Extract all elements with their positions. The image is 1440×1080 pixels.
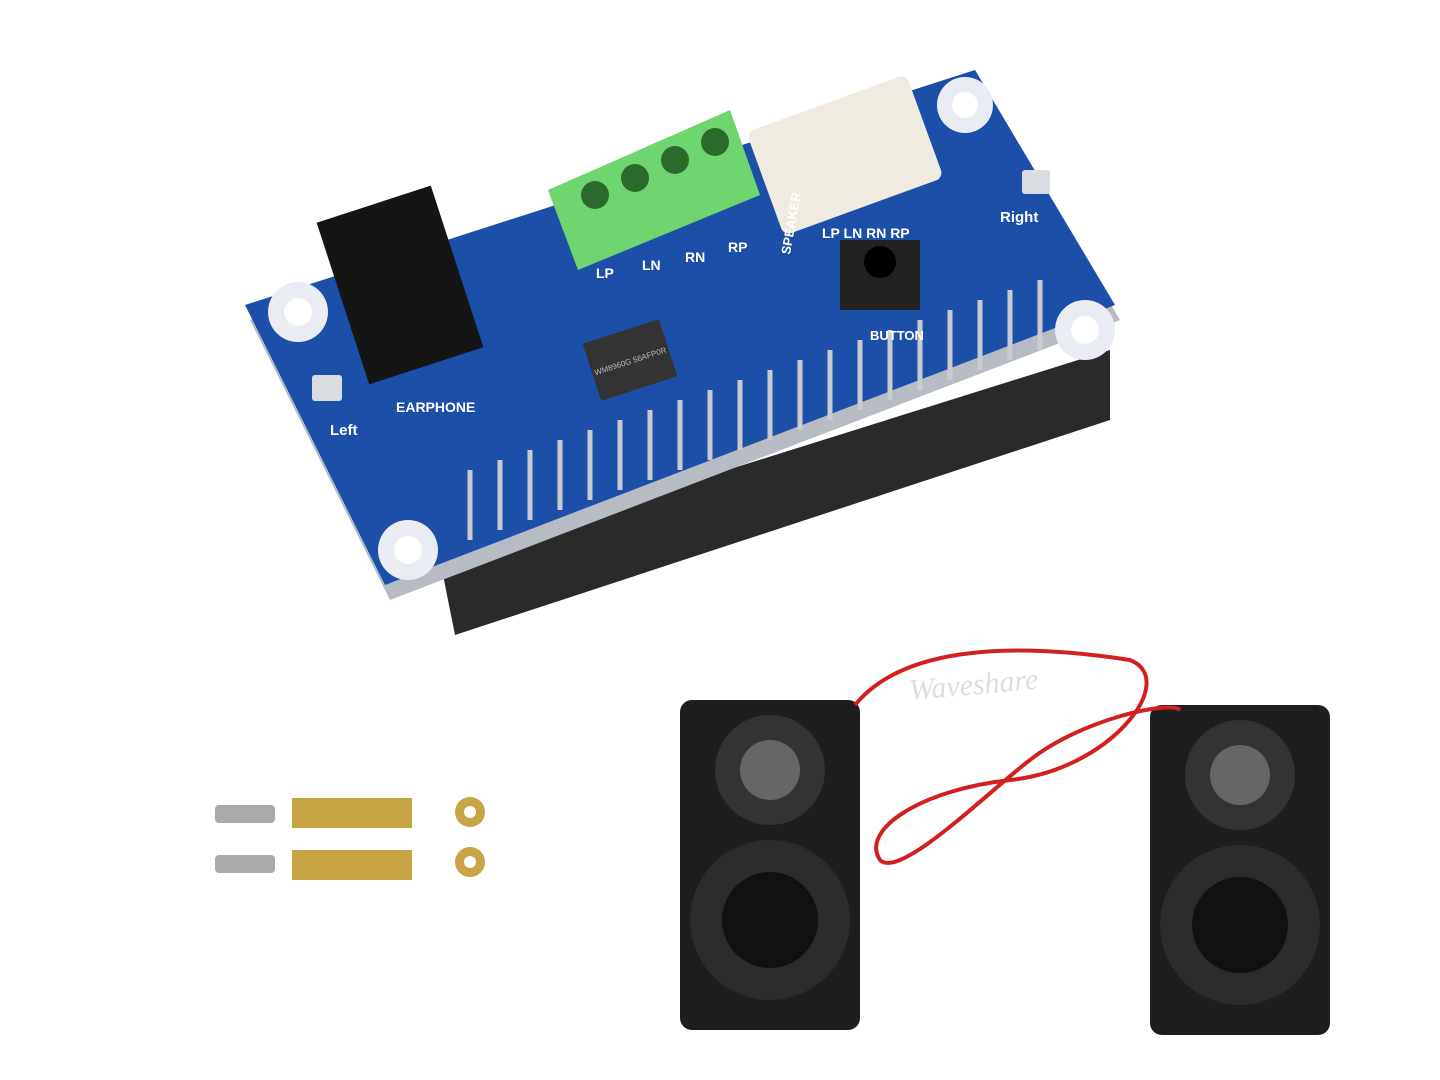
speaker-pin-labels: LP LN RN RP (822, 225, 910, 241)
watermark: Waveshare (908, 663, 1040, 707)
terminal-label-rp: RP (728, 239, 747, 255)
speaker-connector (748, 76, 942, 234)
speaker-right (1150, 705, 1330, 1035)
earphone-jack (316, 185, 484, 385)
gpio-pins (467, 280, 1043, 540)
terminal-label-rn: RN (685, 249, 705, 265)
right-mic (1022, 170, 1050, 194)
earphone-label: EARPHONE (396, 399, 475, 415)
pin-header-base (440, 350, 1110, 635)
codec-chip (582, 319, 678, 401)
left-mic (312, 375, 342, 401)
button-label: BUTTON (870, 328, 924, 343)
terminal-label-ln: LN (642, 257, 661, 273)
speaker-left (680, 700, 860, 1030)
left-mic-label: Left (330, 422, 358, 439)
screw-terminal (548, 110, 760, 270)
terminal-label-lp: LP (596, 265, 614, 281)
speaker-wires (853, 648, 1182, 865)
right-mic-label: Right (1000, 209, 1038, 226)
mounting-kit (215, 797, 485, 880)
